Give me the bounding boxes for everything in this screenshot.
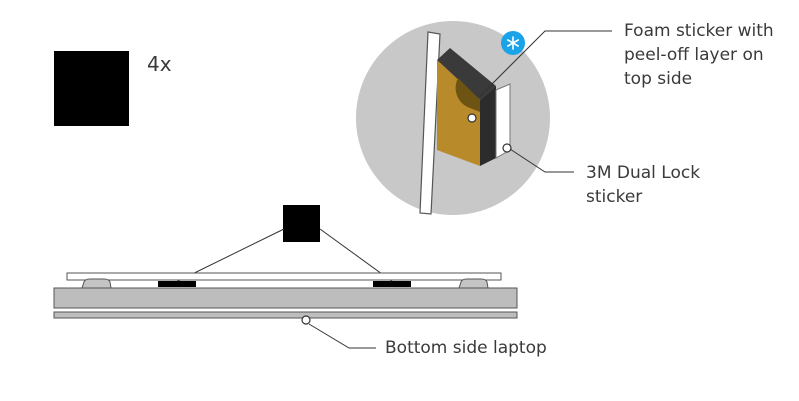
- bottom-marker: [301, 315, 311, 325]
- dual-lock-leader-line: [509, 148, 574, 173]
- laptop-base: [53, 311, 518, 319]
- laptop-edge-panel: [419, 31, 441, 215]
- dual-lock-label: 3M Dual Lock sticker: [586, 163, 701, 207]
- snowflake-icon: [501, 31, 525, 55]
- laptop-body: [53, 287, 518, 309]
- sticker-square-large: [54, 51, 129, 126]
- foot-left: [81, 278, 112, 289]
- foam-leader-line: [479, 30, 612, 97]
- top-panel: [66, 272, 502, 281]
- magnified-detail: [356, 21, 550, 215]
- laptop-side-view: [53, 272, 518, 325]
- lock-pad-left: [158, 281, 196, 287]
- bottom-side-label: Bottom side laptop: [385, 338, 547, 358]
- lock-pad-right: [373, 281, 411, 287]
- foam-marker: [467, 113, 477, 123]
- dual-lock-marker: [502, 143, 512, 153]
- bottom-leader-line: [308, 323, 376, 349]
- foam-sticker-label: Foam sticker with peel-off layer on top …: [624, 21, 774, 89]
- foot-right: [458, 278, 489, 289]
- quantity-label: 4x: [147, 52, 172, 76]
- sticker-square-small: [283, 205, 320, 242]
